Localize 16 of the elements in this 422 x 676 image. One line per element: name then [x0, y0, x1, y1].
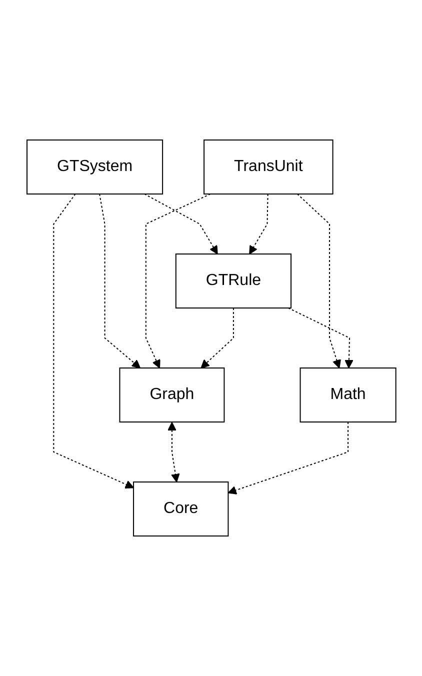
node-box: Core	[132, 481, 228, 536]
node-box: GTRule	[174, 254, 292, 308]
arrow	[98, 194, 140, 368]
node-box: GTSystem	[26, 140, 163, 194]
node-box: TransUnit	[203, 140, 333, 194]
arrow	[296, 194, 341, 368]
arrow	[248, 194, 268, 254]
arrow	[200, 308, 234, 368]
node-box: Graph	[118, 368, 224, 422]
arrow	[227, 422, 348, 494]
node-box: Math	[299, 368, 396, 422]
arrow	[167, 422, 180, 482]
arrow	[144, 194, 210, 368]
arrow	[144, 194, 218, 254]
arrow	[52, 194, 134, 489]
arrow	[288, 308, 353, 368]
